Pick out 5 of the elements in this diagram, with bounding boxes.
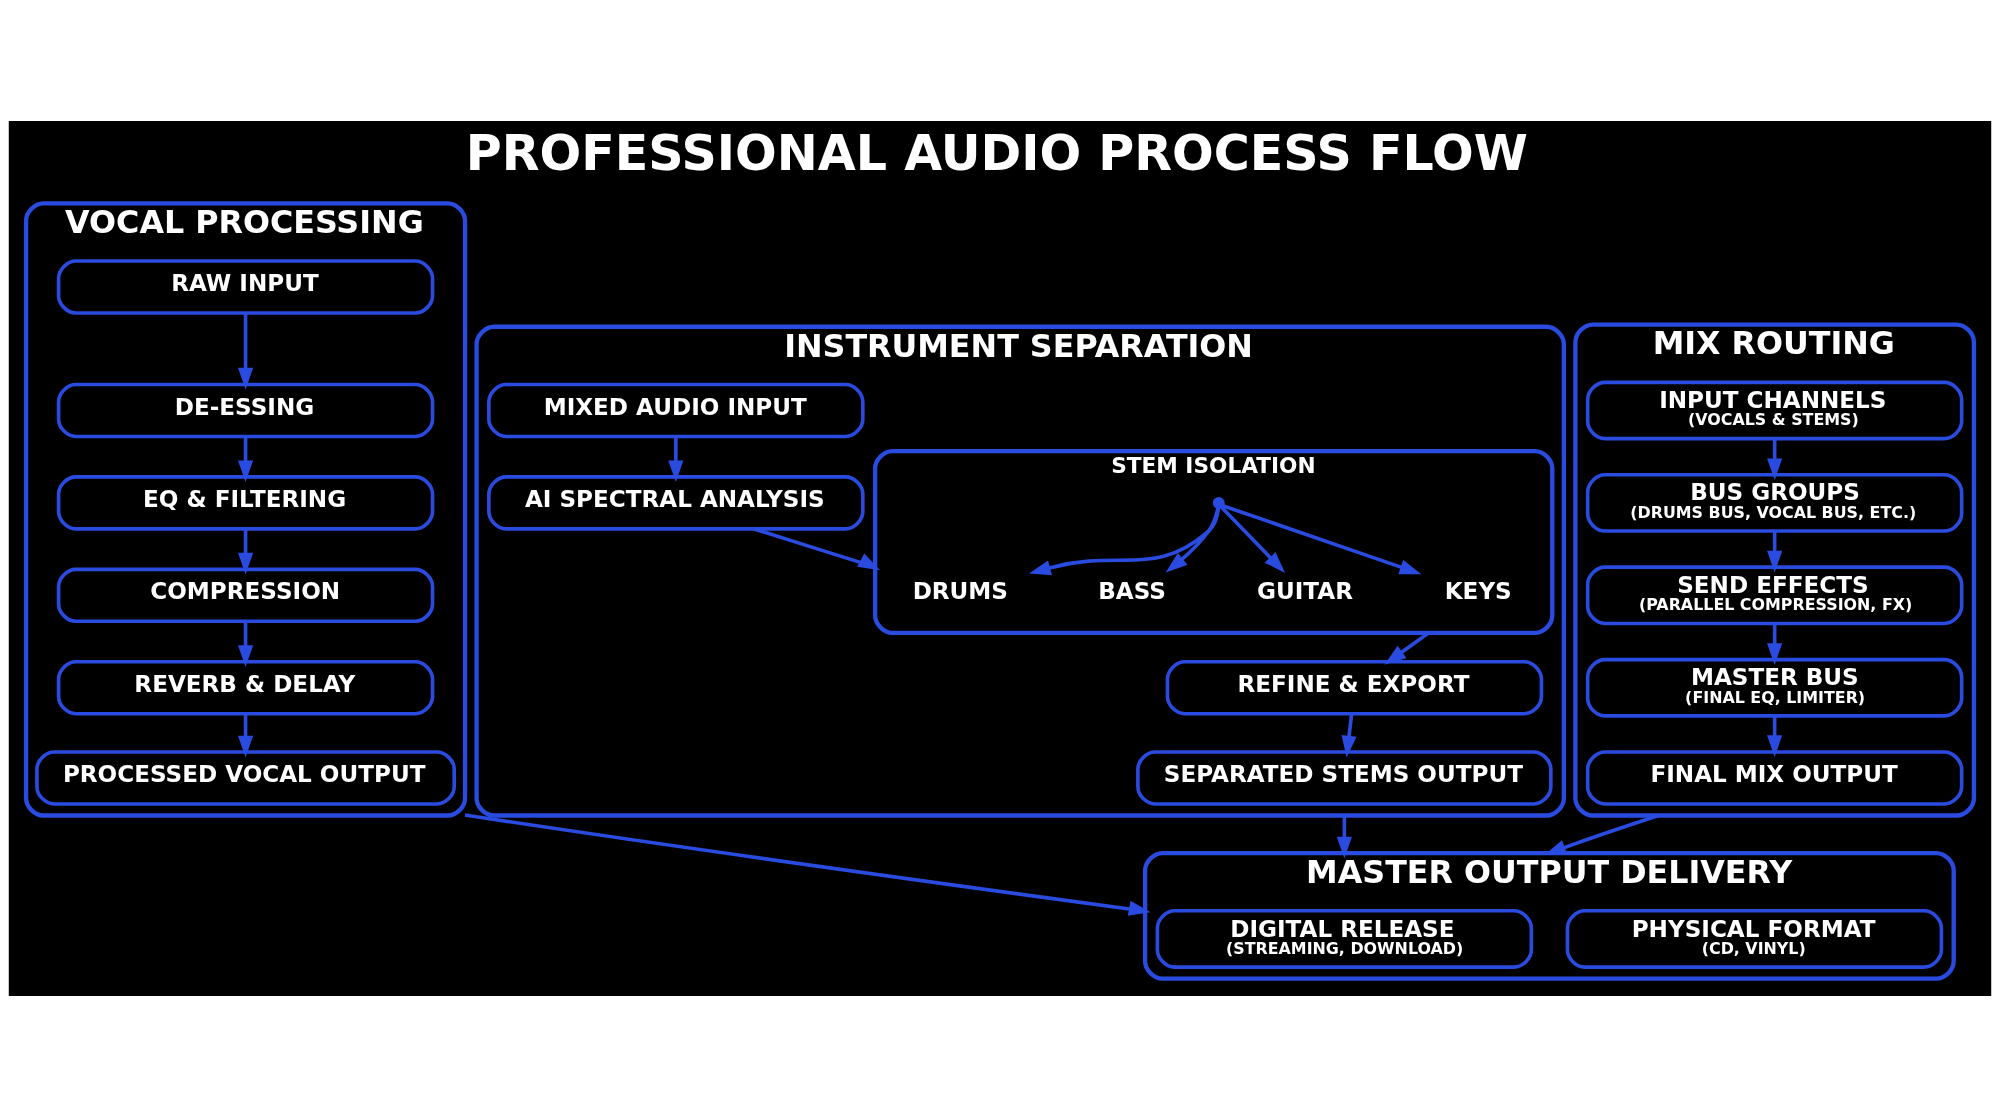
node-text: BASS [1098, 577, 1166, 604]
node-text: KEYS [1444, 577, 1512, 604]
diagram-title: PROFESSIONAL AUDIO PROCESS FLOW [465, 123, 1528, 182]
node-text: GUITAR [1257, 577, 1353, 604]
node-text: DRUMS [912, 577, 1008, 604]
